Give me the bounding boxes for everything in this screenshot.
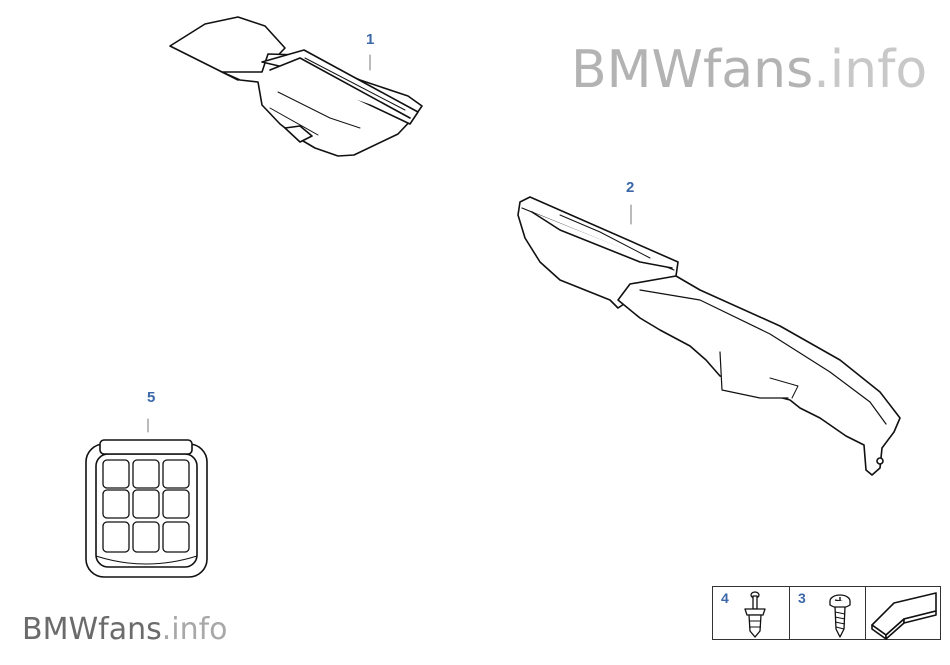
part-5-grille[interactable]: [85, 418, 208, 578]
screw-icon: [829, 594, 851, 638]
watermark-brand: BMWfans: [571, 40, 814, 100]
fasteners-legend: 4 3: [712, 586, 941, 640]
callout-5[interactable]: 5: [147, 389, 156, 406]
legend-cell-arrow[interactable]: [866, 587, 940, 640]
part-1-duct[interactable]: [169, 16, 423, 157]
watermark-tld: .info: [161, 612, 228, 647]
callout-2[interactable]: 2: [626, 179, 635, 196]
watermark-bottom: BMWfans.info: [22, 612, 228, 647]
watermark-brand: BMWfans: [22, 612, 162, 647]
part-2-duct[interactable]: [517, 196, 901, 476]
legend-number: 3: [798, 590, 806, 606]
legend-cell-4[interactable]: 4: [713, 587, 790, 639]
legend-cell-3[interactable]: 3: [790, 587, 866, 639]
callout-1[interactable]: 1: [366, 31, 375, 48]
watermark-tld: .info: [813, 40, 928, 100]
watermark-top: BMWfans.info: [571, 40, 927, 100]
legend-number: 4: [721, 590, 729, 606]
expanding-rivet-icon: [744, 591, 766, 638]
bracket-arrow-icon: [871, 592, 937, 640]
